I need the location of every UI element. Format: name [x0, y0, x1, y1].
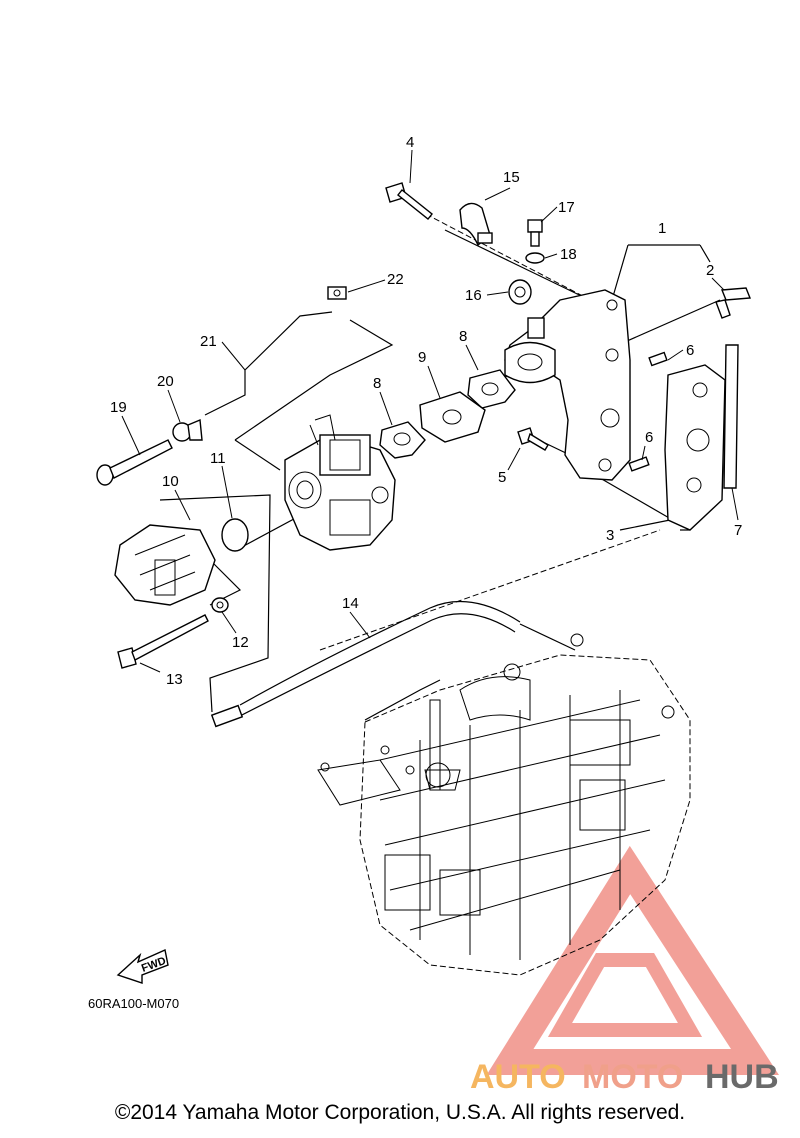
callout-2: 2: [706, 262, 714, 279]
part-clamp: [459, 202, 493, 247]
callout-20: 20: [157, 373, 174, 390]
part-dowel-upper: [648, 351, 668, 367]
part-washer: [525, 252, 545, 264]
callout-12: 12: [232, 634, 249, 651]
callout-17: 17: [558, 199, 575, 216]
fwd-label: FWD: [140, 955, 168, 975]
part-link-joint: [172, 418, 203, 442]
watermark-hub: HUB: [705, 1058, 779, 1096]
part-o-ring: [221, 518, 249, 552]
callout-9: 9: [418, 349, 426, 366]
callouts: 1 2 3 4 5 6 6 7 8 8 9 10 11 12 13 14 15 …: [110, 134, 742, 688]
copyright-notice: ©2014 Yamaha Motor Corporation, U.S.A. A…: [114, 1101, 686, 1124]
watermark-moto: MOTO: [582, 1058, 683, 1096]
part-bolt-long: [385, 182, 433, 220]
part-collar: [211, 597, 229, 613]
part-bolt-short: [527, 219, 543, 247]
part-bolt-13: [117, 614, 209, 669]
callout-11: 11: [210, 450, 226, 467]
callout-14: 14: [342, 595, 359, 612]
watermark-auto: AUTO: [470, 1058, 566, 1096]
callout-1: 1: [658, 220, 666, 237]
part-carburetor: [284, 414, 396, 551]
callout-22: 22: [387, 271, 404, 288]
part-dowel-lower: [628, 456, 650, 472]
callout-3: 3: [606, 527, 614, 544]
callout-16: 16: [465, 287, 482, 304]
callout-19: 19: [110, 399, 127, 416]
part-insulator: [419, 391, 486, 443]
part-joint: [715, 287, 752, 319]
part-bolt-5: [517, 427, 549, 451]
power-head-block: [317, 633, 691, 976]
callout-21: 21: [200, 333, 217, 350]
callout-4: 4: [406, 134, 414, 151]
part-screw-19: [96, 439, 173, 486]
part-silencer: [114, 524, 216, 606]
callout-6a: 6: [686, 342, 694, 359]
part-hose: [723, 344, 739, 489]
diagram-code: 60RA100-M070: [88, 996, 179, 1011]
callout-6b: 6: [645, 429, 653, 446]
callout-5: 5: [498, 469, 506, 486]
part-grommet: [508, 279, 532, 305]
callout-7: 7: [734, 522, 742, 539]
part-clip: [327, 286, 347, 300]
part-intake-manifold: [504, 289, 631, 481]
part-gasket-8b: [379, 421, 426, 459]
part-link-rod: [204, 311, 333, 416]
part-fuel-hose: [210, 601, 521, 728]
callout-15: 15: [503, 169, 520, 186]
callout-10: 10: [162, 473, 179, 490]
fwd-arrow-icon: FWD: [116, 949, 169, 984]
callout-8b: 8: [373, 375, 381, 392]
callout-18: 18: [560, 246, 577, 263]
part-gasket: [664, 364, 726, 531]
callout-leaders: [121, 149, 739, 673]
callout-13: 13: [166, 671, 183, 688]
part-gasket-8a: [467, 369, 516, 409]
automotohub-logo: AUTO MOTO HUB: [470, 845, 779, 1096]
callout-8a: 8: [459, 328, 467, 345]
